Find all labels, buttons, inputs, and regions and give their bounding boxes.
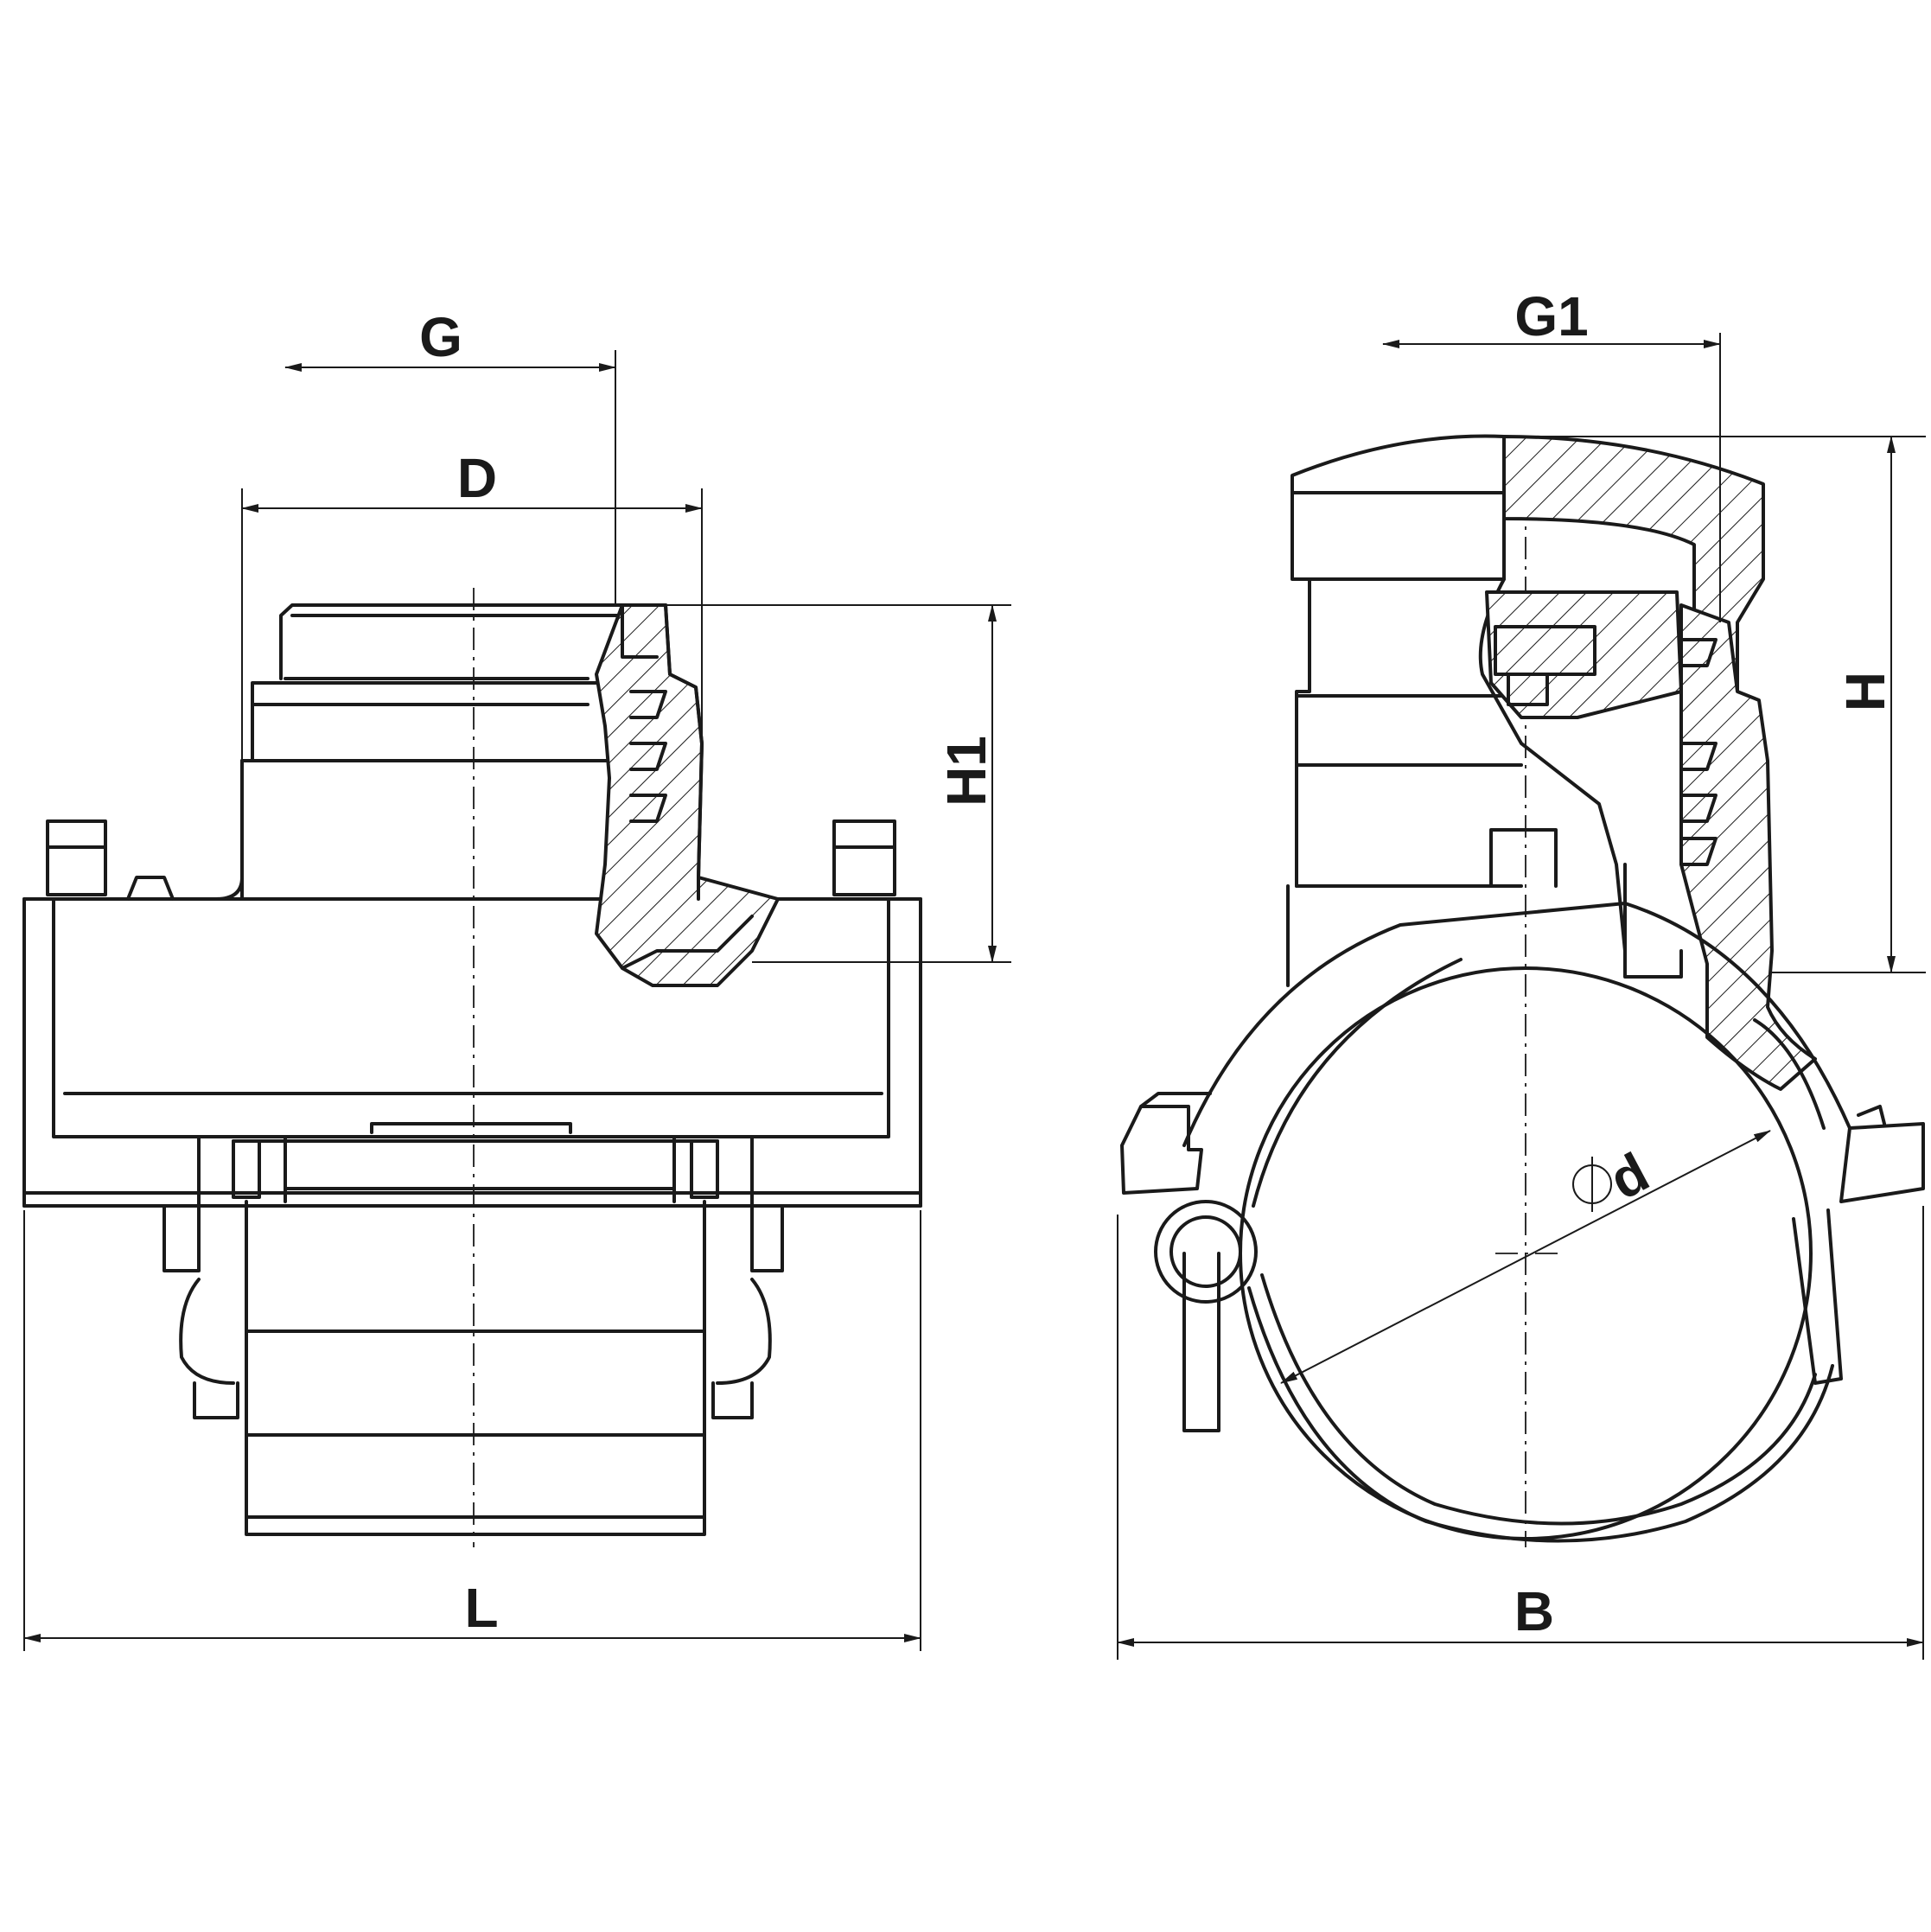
strap <box>1247 1286 1834 1543</box>
dim-label-H1: H1 <box>935 736 997 807</box>
dim-G: G <box>284 306 616 605</box>
bolt-right <box>1792 1208 1843 1385</box>
lug-left <box>1120 1105 1203 1195</box>
clamp-hook-left <box>179 1278 235 1385</box>
saddle-left <box>22 1135 201 1208</box>
lower-clamp <box>245 1200 706 1536</box>
dim-label-D: D <box>457 447 497 509</box>
section-hatch-outlet <box>595 603 780 987</box>
dim-B: B <box>1117 1206 1924 1660</box>
main-body <box>22 897 922 1208</box>
dim-L: L <box>23 1210 921 1651</box>
terminal-pin-right <box>832 819 896 896</box>
dim-H1: H1 <box>666 604 1011 963</box>
saddle-outer <box>1182 902 1851 1147</box>
cap <box>1291 434 1506 581</box>
dim-label-H: H <box>1834 672 1896 711</box>
fusion-indicator-left <box>126 876 175 901</box>
main-body-inner <box>52 897 890 1138</box>
stem <box>1489 828 1558 888</box>
section-hatch-cutter <box>1485 590 1683 719</box>
saddle-right <box>750 1135 922 1208</box>
pivot-ring-left-inner <box>1169 1215 1242 1288</box>
spigot-outlet <box>240 681 624 879</box>
dim-label-G1: G1 <box>1514 285 1588 348</box>
dim-label-B: B <box>1514 1580 1554 1642</box>
side-view <box>1120 434 1925 1547</box>
lug-right <box>1839 1122 1925 1203</box>
dim-D: D <box>241 447 703 761</box>
terminal-pin-left <box>46 819 107 896</box>
front-view <box>22 588 922 1547</box>
pivot-ring-left-outer <box>1154 1200 1258 1304</box>
bolt-left <box>1182 1252 1220 1432</box>
clamp-hook-right <box>716 1278 772 1385</box>
dim-H: H <box>1504 436 1926 973</box>
dim-label-d: d <box>1600 1141 1659 1212</box>
dim-label-G: G <box>419 306 462 368</box>
dim-label-L: L <box>464 1577 498 1639</box>
section-hatch-wall <box>1679 603 1817 1091</box>
dim-G1: G1 <box>1382 285 1721 622</box>
